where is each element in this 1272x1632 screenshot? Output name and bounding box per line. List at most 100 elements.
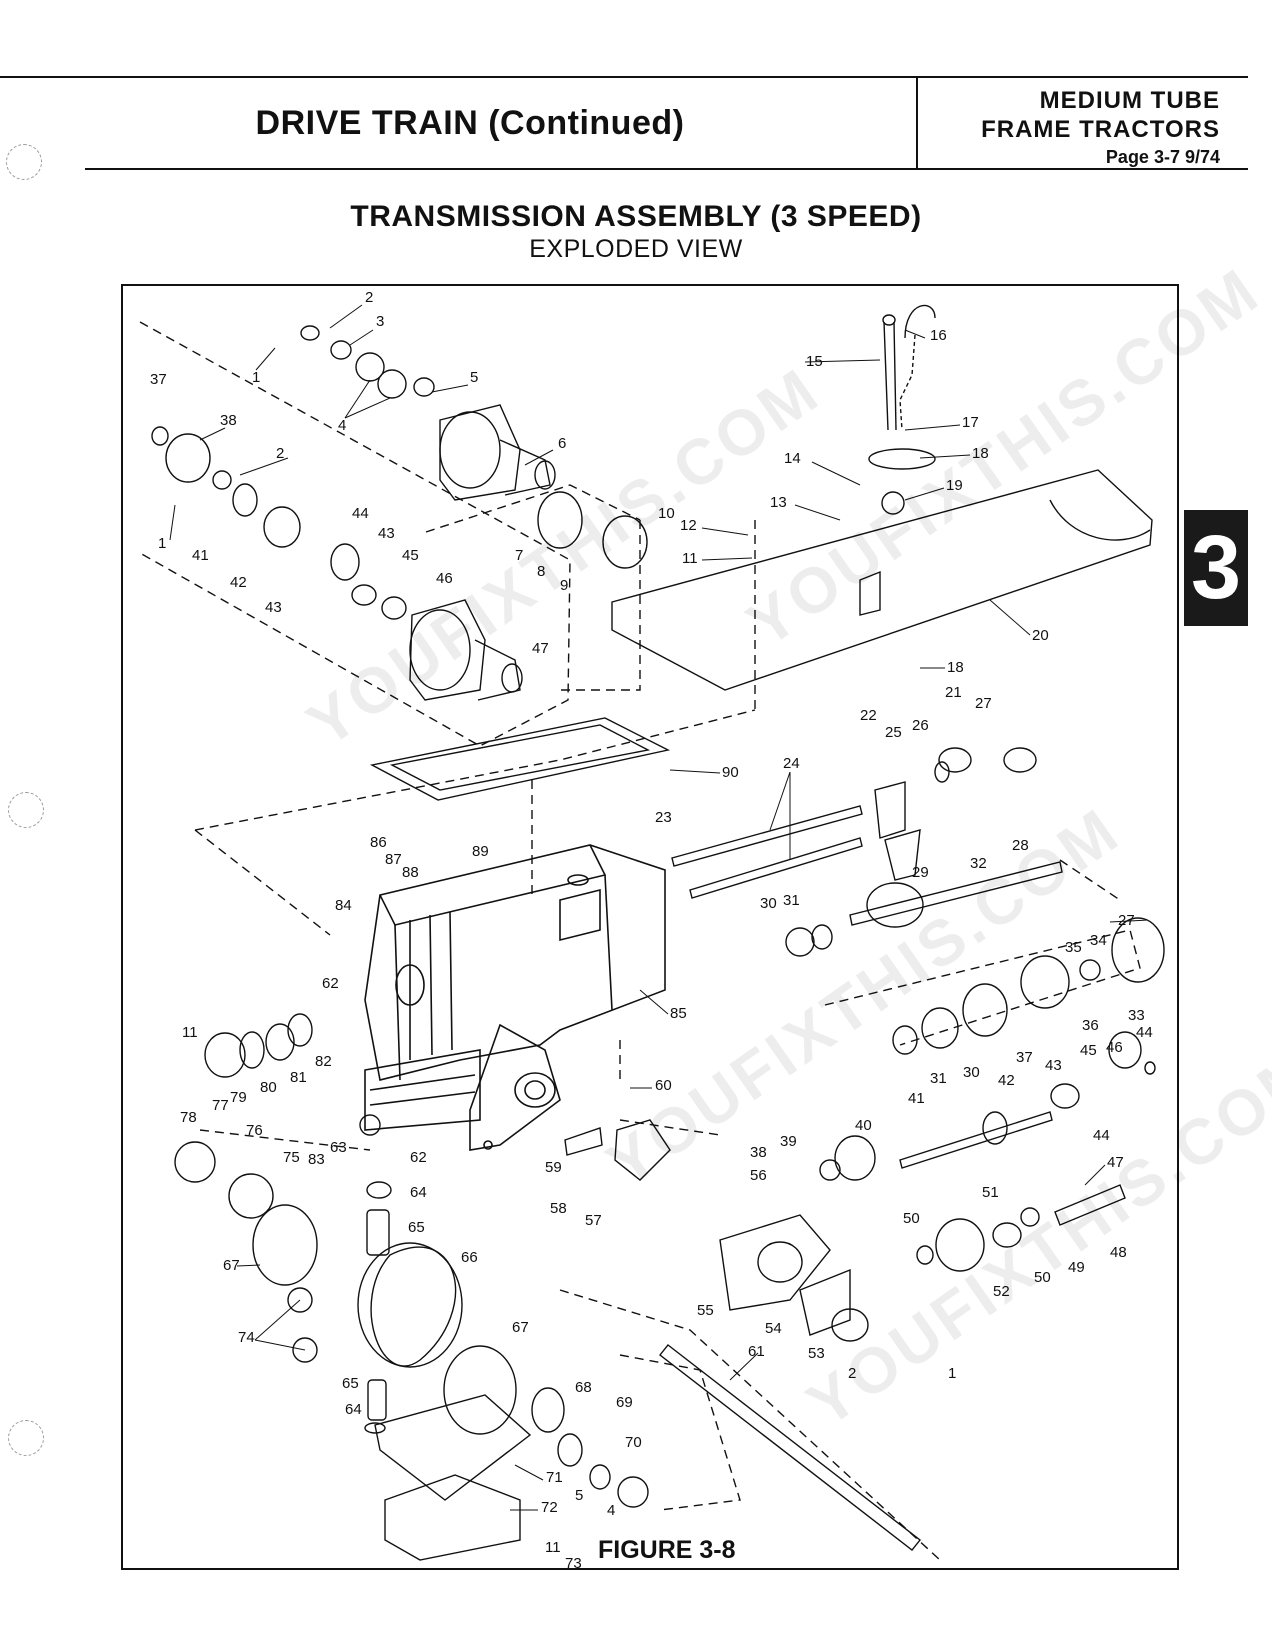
callout-76: 76 [246,1122,263,1139]
callout-45b: 45 [1080,1042,1097,1059]
assembly-guide-lines [139,321,1141,1561]
callout-75: 75 [283,1149,300,1166]
bearing-housing-lower [409,599,523,701]
callout-6: 6 [558,435,566,452]
callout-68: 68 [575,1379,592,1396]
callout-10: 10 [658,505,675,522]
callout-69: 69 [616,1394,633,1411]
callout-62b: 62 [410,1149,427,1166]
part-callouts: 2 3 1 4 5 37 38 2 6 1 41 44 43 45 46 42 … [150,289,1153,1572]
callout-54: 54 [765,1320,782,1337]
main-shaft [785,861,1063,957]
callout-9: 9 [560,577,568,594]
callout-81: 81 [290,1069,307,1086]
callout-30: 30 [760,895,777,912]
callout-31b: 31 [930,1070,947,1087]
callout-90: 90 [722,764,739,781]
header-top-rule [0,76,1248,78]
callout-33: 33 [1128,1007,1145,1024]
callout-4b: 4 [607,1502,615,1519]
callout-85: 85 [670,1005,687,1022]
punch-hole-top [6,144,42,180]
callout-46: 46 [436,570,453,587]
cluster-gears [892,917,1165,1109]
header-page-ref: Page 3-7 9/74 [1105,147,1220,167]
callout-89: 89 [472,843,489,860]
callout-39: 39 [780,1133,797,1150]
callout-11c: 11 [545,1539,561,1556]
callout-67b: 67 [512,1319,529,1336]
callout-18b: 18 [947,659,964,676]
callout-43c: 43 [1045,1057,1062,1074]
callout-27: 27 [975,695,992,712]
diagram-title: TRANSMISSION ASSEMBLY (3 SPEED) [350,200,922,233]
callout-34: 34 [1090,932,1107,949]
callout-7: 7 [515,547,523,564]
callout-46b: 46 [1106,1039,1123,1056]
callout-12: 12 [680,517,697,534]
callout-16: 16 [930,327,947,344]
callout-8: 8 [537,563,545,580]
callout-82: 82 [315,1053,332,1070]
callout-87: 87 [385,851,402,868]
callout-88: 88 [402,864,419,881]
callout-23: 23 [655,809,672,826]
callout-50: 50 [903,1210,920,1227]
callout-70: 70 [625,1434,642,1451]
callout-11b: 11 [182,1024,198,1041]
callout-44b: 44 [1136,1024,1153,1041]
callout-71: 71 [546,1469,563,1486]
section-title: DRIVE TRAIN (Continued) [255,104,685,142]
callout-56: 56 [750,1167,767,1184]
header-model-line2: FRAME TRACTORS [981,116,1220,143]
callout-21: 21 [945,684,962,701]
axle-shaft [659,1344,921,1551]
callout-45: 45 [402,547,419,564]
callout-84: 84 [335,897,352,914]
callout-62: 62 [322,975,339,992]
callout-38: 38 [220,412,237,429]
callout-72: 72 [541,1499,558,1516]
diagram-subtitle: EXPLODED VIEW [529,235,743,263]
bearing-housing-upper [439,404,556,501]
callout-48: 48 [1110,1244,1127,1261]
callout-79: 79 [230,1089,247,1106]
callout-14: 14 [784,450,801,467]
callout-3: 3 [376,313,384,330]
punch-hole-middle [8,792,44,828]
transmission-housing [364,844,666,1151]
axle-housing-and-gears [174,1141,869,1508]
callout-51: 51 [982,1184,999,1201]
callout-28: 28 [1012,837,1029,854]
shift-lever [868,304,936,515]
callout-2c: 2 [848,1365,856,1382]
header-right-block: MEDIUM TUBE FRAME TRACTORS Page 3-7 9/74 [981,86,1220,169]
callout-40: 40 [855,1117,872,1134]
callout-47: 47 [532,640,549,657]
callout-65: 65 [408,1219,425,1236]
callout-18: 18 [972,445,989,462]
callout-31: 31 [783,892,800,909]
callout-25: 25 [885,724,902,741]
callout-63: 63 [330,1139,347,1156]
callout-49: 49 [1068,1259,1085,1276]
callout-41: 41 [192,547,209,564]
callout-29: 29 [912,864,929,881]
callout-5b: 5 [575,1487,583,1504]
callout-37b: 37 [1016,1049,1033,1066]
header-bottom-rule [85,168,1248,170]
callout-32: 32 [970,855,987,872]
callout-53: 53 [808,1345,825,1362]
callout-17: 17 [962,414,979,431]
callout-38b: 38 [750,1144,767,1161]
callout-26: 26 [912,717,929,734]
callout-35: 35 [1065,939,1082,956]
callout-43: 43 [378,525,395,542]
callout-86: 86 [370,834,387,851]
callout-83: 83 [308,1151,325,1168]
idler-gear [916,1184,1126,1272]
header-model-line1: MEDIUM TUBE [1039,87,1220,114]
callout-1b: 1 [158,535,166,552]
callout-43b: 43 [265,599,282,616]
